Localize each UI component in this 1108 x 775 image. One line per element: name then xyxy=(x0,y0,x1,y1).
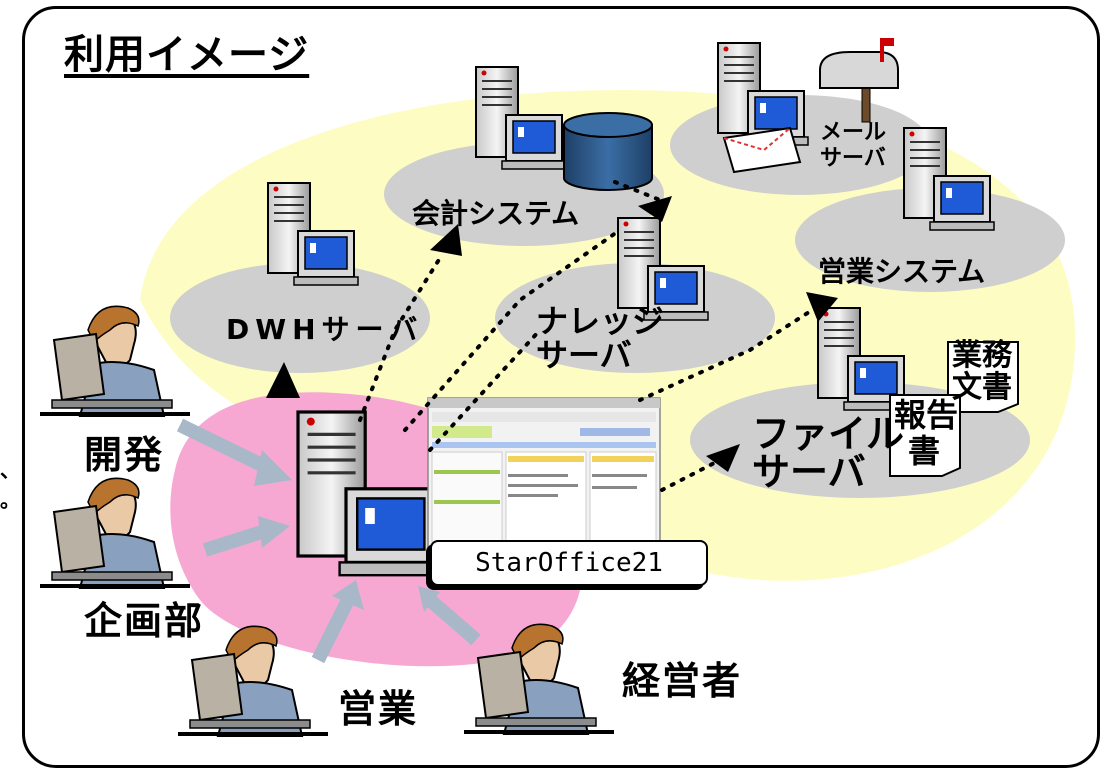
user-sales-label: 営業 xyxy=(338,687,419,731)
file-label-2: サーバ xyxy=(752,450,866,494)
user-dev-label: 開発 xyxy=(84,433,165,477)
report-doc-label-1: 報告 xyxy=(894,396,959,434)
dotted-links xyxy=(358,180,822,492)
dwh-cloud xyxy=(170,263,430,373)
staroffice-screenshot xyxy=(427,397,661,549)
side-marks: 、 。 xyxy=(0,455,20,515)
accounting-server-icon xyxy=(475,66,567,170)
business-doc-label-1: 業務 xyxy=(952,338,1012,373)
envelope-icon xyxy=(722,126,802,174)
staroffice-label: StarOffice21 xyxy=(430,540,708,586)
arrowhead-accounting xyxy=(430,224,462,256)
file-label-1: ファイル xyxy=(752,412,905,456)
side-mark-period: 。 xyxy=(0,488,20,512)
arrowhead-sales xyxy=(332,580,364,610)
mailbox-icon xyxy=(819,38,899,123)
mail-label-1: メール xyxy=(820,120,887,145)
arrowhead-knowledge xyxy=(638,196,672,222)
mail-label-2: サーバ xyxy=(820,146,886,171)
user-arrows xyxy=(176,418,481,664)
accounting-label: 会計システム xyxy=(412,197,580,230)
dwh-label: DWHサーバ xyxy=(226,313,424,346)
knowledge-label-2: サーバ xyxy=(536,336,632,374)
user-management-label: 経営者 xyxy=(622,659,743,703)
mail-server-icon xyxy=(717,42,809,146)
sales-system-label: 営業システム xyxy=(818,255,986,288)
sales-system-cloud xyxy=(795,188,1065,292)
arrowhead-management xyxy=(418,586,440,612)
user-planning-label: 企画部 xyxy=(84,599,205,643)
business-doc-label-2: 文書 xyxy=(952,370,1012,405)
page-title: 利用イメージ xyxy=(64,32,310,78)
knowledge-label-1: ナレッジ xyxy=(536,302,665,340)
report-doc-label-2: 書 xyxy=(908,432,941,470)
arrowhead-dwh xyxy=(266,362,300,398)
arrowhead-file xyxy=(706,444,740,472)
person-planning-icon xyxy=(39,477,191,589)
sales-system-server-icon xyxy=(903,127,995,231)
report-document-icon xyxy=(889,394,961,477)
arrowhead-planning xyxy=(258,516,290,548)
arrowhead-dev xyxy=(254,450,292,486)
side-mark-comma: 、 xyxy=(0,458,20,482)
database-icon xyxy=(563,112,653,191)
arrowhead-sales-system xyxy=(806,292,838,322)
